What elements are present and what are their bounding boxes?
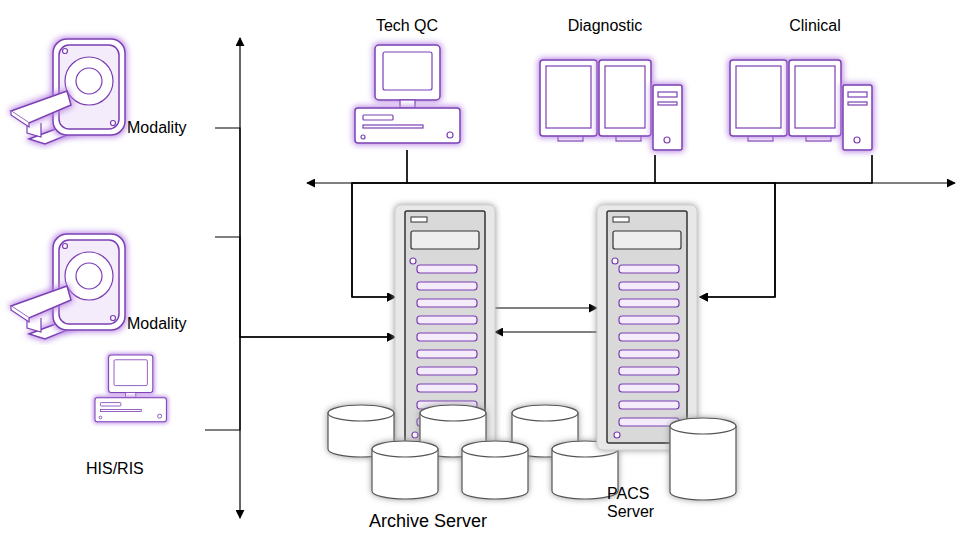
workstation-icon: Clinical <box>710 15 875 155</box>
label-holder: Tech QC <box>376 17 438 35</box>
label-holder: Diagnostic <box>568 17 643 35</box>
node-label: Diagnostic <box>568 17 643 35</box>
label-holder: Modality <box>127 119 187 137</box>
node-label: Archive Server <box>369 511 487 532</box>
network-connector <box>215 237 395 337</box>
workstation-icon-drawing <box>345 15 470 150</box>
network-connector <box>700 155 872 297</box>
network-connector <box>495 307 597 308</box>
node-label: Modality <box>127 315 187 333</box>
network-connector <box>215 128 395 337</box>
workstation-icon-drawing <box>535 15 685 155</box>
label-holder: Modality <box>127 315 187 333</box>
node-label: Tech QC <box>376 17 438 35</box>
node-label: Clinical <box>789 17 841 35</box>
workstation-icon: Tech QC <box>345 15 470 150</box>
label-holder: PACS Server <box>607 485 669 522</box>
node-label: PACS Server <box>607 485 669 522</box>
label-holder: HIS/RIS <box>86 460 144 478</box>
server-tower: PACS Server <box>597 205 700 450</box>
server-tower-drawing <box>395 205 495 450</box>
modality-icon: Modality <box>5 35 215 145</box>
modality-icon: Modality <box>5 230 215 340</box>
network-connector <box>495 331 597 332</box>
label-holder: Clinical <box>789 17 841 35</box>
node-label: Modality <box>127 119 187 137</box>
label-holder: Archive Server <box>369 511 487 532</box>
network-connector <box>205 337 395 430</box>
his-ris-terminal: HIS/RIS <box>85 350 205 480</box>
workstation-icon-drawing <box>710 15 875 155</box>
server-tower-drawing <box>597 205 700 450</box>
workstation-icon: Diagnostic <box>535 15 685 155</box>
node-label: HIS/RIS <box>86 460 144 478</box>
server-tower: Archive Server <box>395 205 495 450</box>
